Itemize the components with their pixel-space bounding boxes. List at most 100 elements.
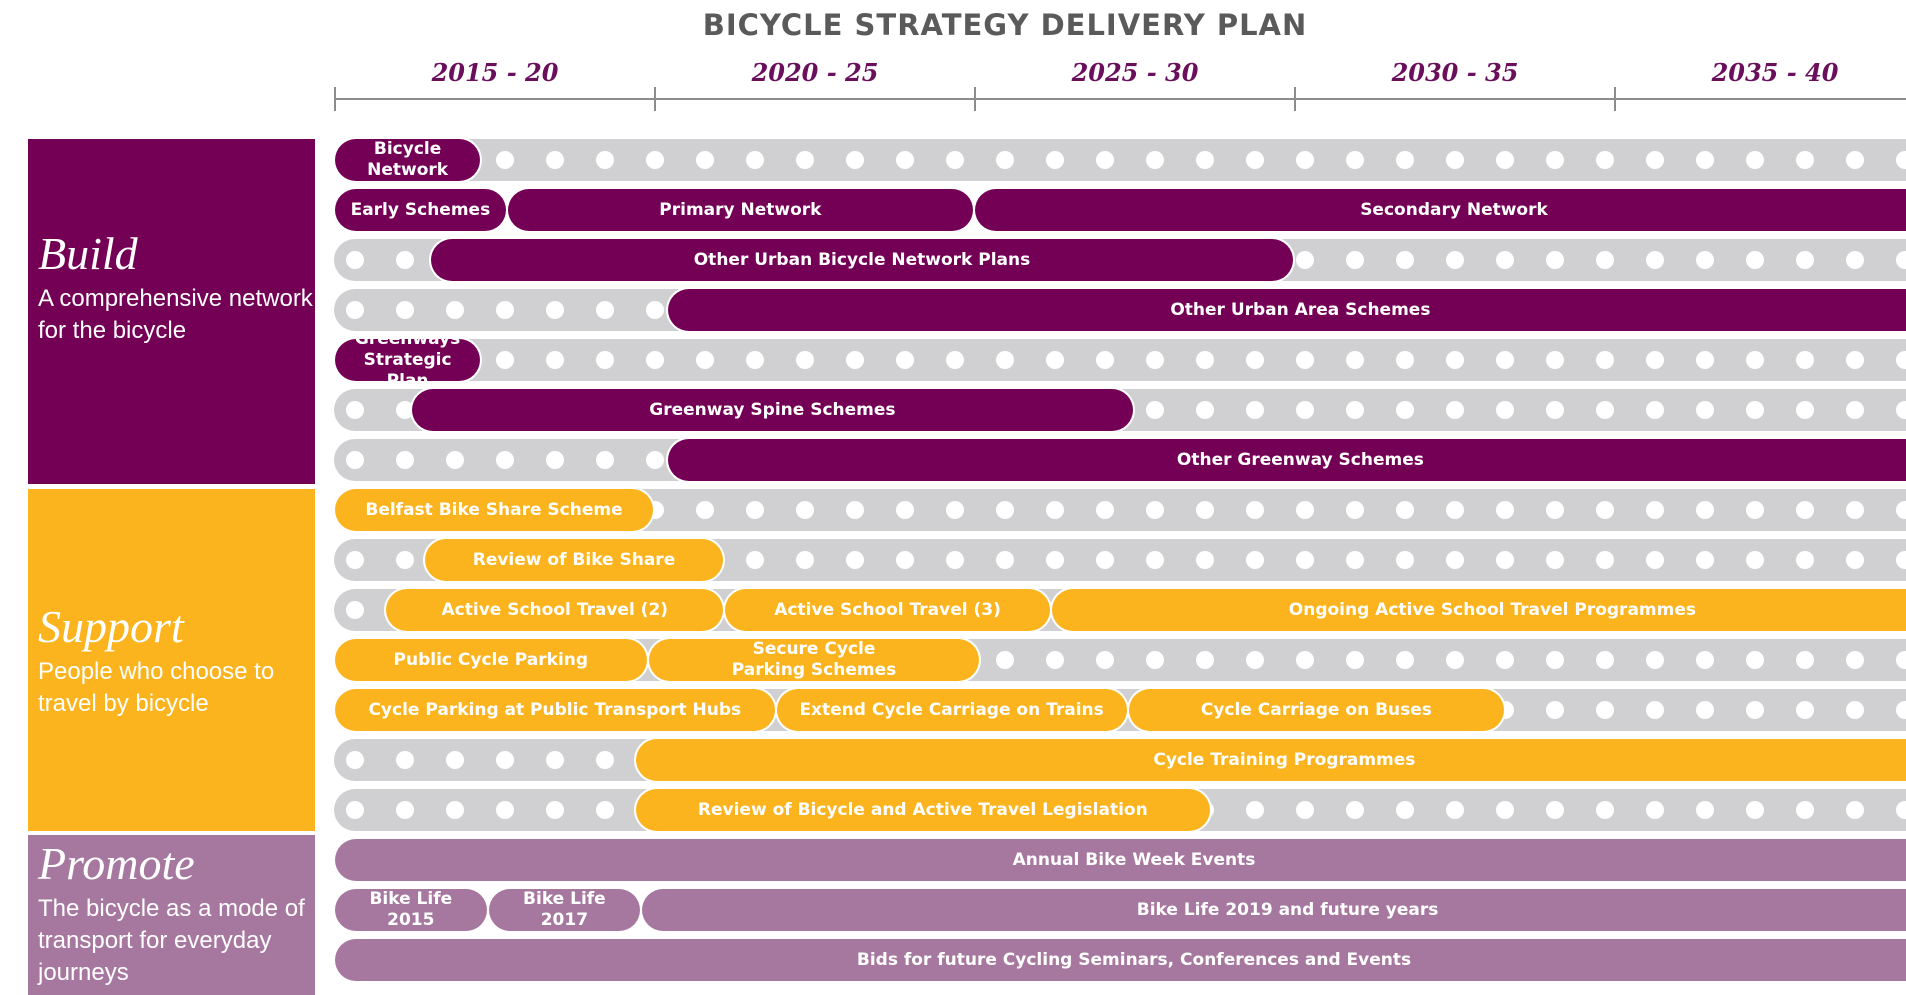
chain-bead bbox=[996, 651, 1014, 669]
timeline-bar: Active School Travel (2) bbox=[386, 589, 724, 631]
chain-bead bbox=[1246, 151, 1264, 169]
chain-bead bbox=[1096, 351, 1114, 369]
chain-bead bbox=[546, 451, 564, 469]
chain-bead bbox=[1696, 501, 1714, 519]
chain-bead bbox=[1546, 351, 1564, 369]
chain-bead bbox=[1096, 501, 1114, 519]
chain-bead bbox=[396, 451, 414, 469]
chain-bead bbox=[796, 351, 814, 369]
chain-bead bbox=[1746, 351, 1764, 369]
chain-bead bbox=[696, 501, 714, 519]
chain-bead bbox=[1296, 251, 1314, 269]
chain-bead bbox=[1796, 801, 1814, 819]
chain-bead bbox=[1646, 151, 1664, 169]
chain-bead bbox=[1646, 351, 1664, 369]
chain-bead bbox=[1146, 351, 1164, 369]
section-description: The bicycle as a mode of transport for e… bbox=[38, 895, 305, 986]
chain-bead bbox=[546, 801, 564, 819]
chain-bead bbox=[546, 751, 564, 769]
chain-bead bbox=[396, 801, 414, 819]
chain-bead bbox=[1396, 801, 1414, 819]
timeline-bar: Belfast Bicycle Network Plan bbox=[335, 118, 481, 201]
chain-bead bbox=[796, 501, 814, 519]
chain-bead bbox=[496, 351, 514, 369]
chain-bead bbox=[1846, 801, 1864, 819]
chain-bead bbox=[1296, 401, 1314, 419]
chain-bead bbox=[1746, 801, 1764, 819]
timeline-bar: Annual Bike Week Events bbox=[335, 839, 1906, 881]
chain-bead bbox=[1746, 551, 1764, 569]
chain-bead bbox=[1596, 151, 1614, 169]
period-label: 2030 - 35 bbox=[1391, 58, 1519, 87]
chain-bead bbox=[1846, 351, 1864, 369]
page-title: BICYCLE STRATEGY DELIVERY PLAN bbox=[702, 8, 1308, 42]
chain-bead bbox=[1196, 551, 1214, 569]
timeline-bar: Secondary Network bbox=[975, 189, 1906, 231]
chain-bead bbox=[546, 301, 564, 319]
chain-bead bbox=[1196, 151, 1214, 169]
chain-bead bbox=[1446, 651, 1464, 669]
section-name: Build bbox=[38, 228, 138, 279]
chain-bead bbox=[1696, 701, 1714, 719]
chain-bead bbox=[1346, 501, 1364, 519]
chain-bead bbox=[1846, 251, 1864, 269]
chain-bead bbox=[546, 351, 564, 369]
chain-bead bbox=[1396, 501, 1414, 519]
chain-bead bbox=[1146, 651, 1164, 669]
chain-bead bbox=[1146, 151, 1164, 169]
chain-bead bbox=[396, 301, 414, 319]
chain-bead bbox=[1246, 651, 1264, 669]
chain-bead bbox=[1846, 151, 1864, 169]
chain-bead bbox=[1046, 651, 1064, 669]
chain-bead bbox=[1446, 401, 1464, 419]
chain-bead bbox=[1146, 501, 1164, 519]
chain-bead bbox=[496, 301, 514, 319]
chain-bead bbox=[1546, 551, 1564, 569]
timeline-bar: Cycle Carriage on Buses bbox=[1128, 689, 1505, 731]
chain-bead bbox=[1546, 151, 1564, 169]
chain-bead bbox=[1546, 251, 1564, 269]
chain-bead bbox=[1396, 401, 1414, 419]
chain-bead bbox=[1546, 651, 1564, 669]
timeline-axis bbox=[334, 98, 1906, 100]
chain-bead bbox=[1196, 401, 1214, 419]
chain-bead bbox=[996, 151, 1014, 169]
chain-bead bbox=[1746, 501, 1764, 519]
chain-bead bbox=[646, 301, 664, 319]
timeline-bar: Other Greenway Schemes bbox=[667, 439, 1906, 481]
chain-bead bbox=[346, 601, 364, 619]
chain-bead bbox=[796, 551, 814, 569]
chain-bead bbox=[596, 301, 614, 319]
chain-bead bbox=[946, 551, 964, 569]
chain-bead bbox=[746, 501, 764, 519]
chain-bead bbox=[1496, 151, 1514, 169]
timeline-bar: Bike Life 2019 and future years bbox=[642, 889, 1906, 931]
chain-bead bbox=[346, 301, 364, 319]
chain-bead bbox=[1846, 501, 1864, 519]
chain-bead bbox=[896, 501, 914, 519]
chain-bead bbox=[1096, 151, 1114, 169]
chain-bead bbox=[1746, 151, 1764, 169]
chain-bead bbox=[1196, 651, 1214, 669]
chain-bead bbox=[596, 151, 614, 169]
chain-bead bbox=[1346, 801, 1364, 819]
timeline-bar: Belfast Bike Share Scheme bbox=[335, 489, 653, 531]
timeline-bar: Bike Life 2017 bbox=[488, 889, 641, 931]
chain-bead bbox=[1696, 651, 1714, 669]
chain-bead bbox=[796, 151, 814, 169]
period-label: 2015 - 20 bbox=[431, 58, 559, 87]
chain-bead bbox=[1446, 251, 1464, 269]
chain-bead bbox=[1796, 401, 1814, 419]
chain-bead bbox=[1396, 351, 1414, 369]
timeline-bar: Ongoing Active School Travel Programmes bbox=[1051, 589, 1906, 631]
chain-bead bbox=[396, 251, 414, 269]
chain-bead bbox=[1546, 801, 1564, 819]
chain-bead bbox=[1596, 701, 1614, 719]
chain-bead bbox=[1046, 501, 1064, 519]
chain-track bbox=[334, 339, 1906, 381]
chain-bead bbox=[1846, 401, 1864, 419]
section-description: A comprehensive network for the bicycle bbox=[38, 285, 313, 344]
chain-bead bbox=[746, 351, 764, 369]
